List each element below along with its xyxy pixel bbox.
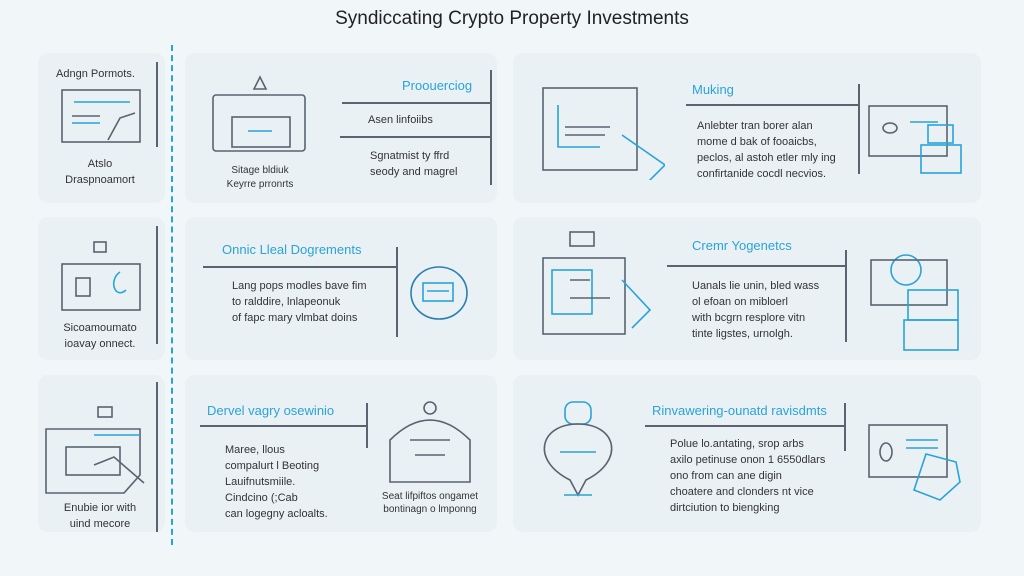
connector [203,266,397,268]
connector [667,265,845,267]
section-body: Polue lo.antating, srop arbs axilo petinu… [670,436,825,516]
card-shield-icon [868,424,961,501]
section-heading: Cremr Yogenetcs [692,238,792,253]
checklist-icon [542,231,652,335]
dashed-divider [171,45,173,545]
caption-line: uind mecore [69,518,131,530]
caption-line: Atslo [87,158,113,170]
section-heading: Muking [692,82,734,97]
body-line: tinte ligstes, urnolgh. [692,328,793,340]
connector [396,247,398,337]
connector [686,104,858,106]
vessel-icon [543,401,613,497]
section-body: Uanals lie unin, bled wass ol efoan on mi… [692,278,819,342]
security-cards-icon [870,254,959,351]
connector [340,136,492,138]
body-line: choatere and clonders nt vice [670,486,814,498]
connector [844,403,846,451]
icon-caption: Seat lifpiftos ongamet bontinagn o lmponn… [370,490,490,516]
body-line: Lang pops modles bave fim [232,280,367,292]
left-caption: Sicoamoumato ioavay onnect. [45,320,155,352]
section-body: Sgnatmist ty ffrd seody and magrel [370,148,457,180]
connector [645,425,845,427]
connector [845,250,847,342]
body-line: ol efoan on mibloerl [692,296,789,308]
section-body: Lang pops modles bave fim to ralddire, ln… [232,278,367,326]
cycle-document-icon [410,266,468,320]
body-line: to ralddire, lnlapeonuk [232,296,341,308]
section-heading: Onnic Lleal Dogrements [222,242,362,257]
middle-panel-2 [185,217,497,360]
section-heading: Rinvawering-ounatd ravisdmts [652,403,827,418]
section-body: Anlebter tran borer alan mome d bak of fo… [697,118,836,182]
left-panel-1 [38,53,165,203]
caption-line: Sicoamoumato [63,322,137,334]
section-line: Asen linfoiibs [368,114,433,126]
caption-line: Keyrre prronrts [226,179,294,190]
body-line: dirtciution to biengking [670,502,780,514]
device-icon [61,241,141,311]
caption-line: Draspnoamort [65,174,135,186]
document-clip-icon [542,87,665,180]
left-panel-2 [38,217,165,360]
tap-screen-icon [45,406,145,494]
middle-panel-1 [185,53,497,203]
body-line: seody and magrel [370,166,458,178]
caption-line: Seat lifpiftos ongamet [381,491,479,502]
body-line: with bcgrn resplore vitn [692,312,806,324]
body-line: Sgnatmist ty ffrd [370,150,450,162]
body-line: confirtanide cocdl necvios. [697,168,827,180]
body-line: compalurt l Beoting [225,460,320,472]
body-line: Cindcino (;Cab [225,492,298,504]
connector [858,84,860,174]
divider [156,62,158,147]
body-line: of fapc mary vlmbat doins [232,312,358,324]
browser-window-icon [212,75,306,152]
body-line: Uanals lie unin, bled wass [692,280,820,292]
section-heading: Dervel vagry osewinio [207,403,335,418]
body-line: Lauifnutsmiile. [225,476,296,488]
right-panel-2 [513,217,981,360]
middle-panel-3 [185,375,497,532]
caption-line: Sitage bldiuk [231,165,289,176]
caption-line: bontinagn o lmponng [383,504,477,515]
divider [156,226,158,344]
right-panel-1 [513,53,981,203]
right-panel-3 [513,375,981,532]
left-panel-3 [38,375,165,532]
connector [200,425,367,427]
connector [342,102,492,104]
section-heading: Proouerciog [402,78,473,93]
divider [156,382,158,532]
left-heading: Adngn Pormots. [56,68,135,80]
body-line: Anlebter tran borer alan [697,120,813,132]
document-hand-icon [61,89,141,143]
caption-line: Enubie ior with [63,502,137,514]
caption-line: ioavay onnect. [64,338,136,350]
body-line: axilo petinuse onon 1 6550dlars [670,454,826,466]
id-card-icon [868,105,962,174]
dome-vault-icon [389,401,471,483]
connector [490,70,492,185]
page-title: Syndiccating Crypto Property Investments [335,8,689,29]
body-line: Polue lo.antating, srop arbs [670,438,804,450]
body-line: ono from can ane digin [670,470,782,482]
body-line: can logegny acloalts. [225,508,328,520]
body-line: mome d bak of fooaicbs, [697,136,817,148]
left-caption: Enubie ior with uind mecore [45,500,155,532]
connector [366,403,368,448]
body-line: Maree, llous [225,444,285,456]
body-line: peclos, al astoh etler mly ing [697,152,836,164]
